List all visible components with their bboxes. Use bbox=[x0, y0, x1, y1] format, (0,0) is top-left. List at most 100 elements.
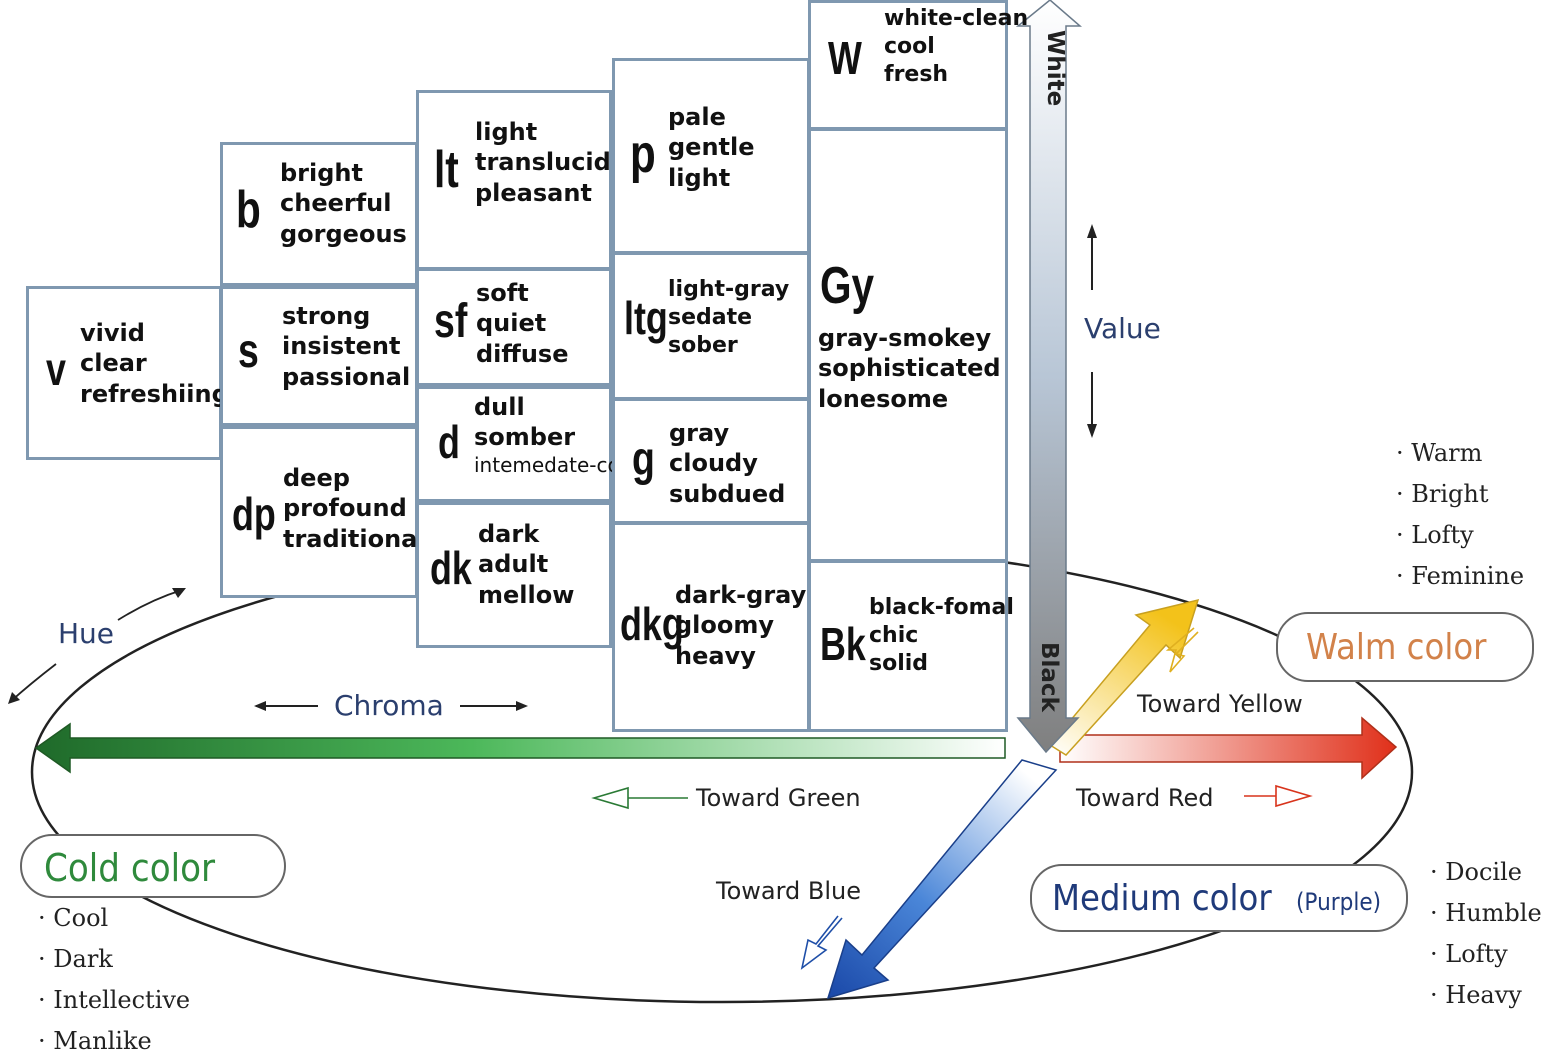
tone-box bbox=[612, 398, 810, 524]
cold-color-title: Cold color bbox=[44, 846, 216, 890]
tone-word: insistent bbox=[282, 332, 401, 361]
tone-word: quiet bbox=[476, 309, 547, 338]
tone-abbreviation: dk bbox=[430, 542, 472, 594]
cold-trait: · Cool bbox=[38, 904, 109, 932]
tone-box bbox=[612, 58, 810, 254]
value-label: Value bbox=[1084, 312, 1161, 345]
medium-traits-list: · Docile · Humble · Lofty · Heavy bbox=[1430, 852, 1542, 1016]
tone-box bbox=[416, 268, 612, 386]
toward-blue-mini-arrow bbox=[800, 915, 843, 970]
warm-trait: · Bright bbox=[1396, 480, 1489, 508]
tone-abbreviation: b bbox=[236, 181, 261, 239]
tone-box bbox=[612, 522, 810, 732]
medium-trait: · Humble bbox=[1430, 899, 1542, 927]
hue-arrow-up bbox=[117, 589, 183, 621]
tone-word: diffuse bbox=[476, 339, 569, 368]
tone-word: gray-smokey bbox=[818, 324, 992, 352]
toward-yellow-arrow bbox=[1048, 598, 1200, 756]
tone-word: cool bbox=[884, 33, 935, 59]
tone-word: strong bbox=[282, 302, 371, 330]
tone-box bbox=[808, 560, 1008, 732]
tone-box bbox=[220, 426, 418, 598]
black-axis-label: Black bbox=[1036, 642, 1062, 712]
warm-color-pill: Walm color bbox=[1276, 612, 1534, 682]
tone-abbreviation: dp bbox=[232, 488, 276, 540]
tone-word: sedate bbox=[668, 304, 753, 330]
chroma-label: Chroma bbox=[334, 689, 444, 722]
tone-abbreviation: W bbox=[828, 32, 862, 84]
tone-word: subdued bbox=[669, 479, 786, 508]
warm-trait: · Lofty bbox=[1396, 521, 1474, 549]
cold-trait: · Manlike bbox=[38, 1027, 152, 1055]
tone-word: pale bbox=[668, 103, 726, 131]
tone-word: light bbox=[475, 118, 538, 146]
tone-word: traditional bbox=[283, 524, 426, 553]
tone-abbreviation: sf bbox=[434, 295, 468, 348]
toward-yellow-label: Toward Yellow bbox=[1137, 690, 1303, 718]
toward-blue-label: Toward Blue bbox=[716, 877, 862, 905]
tone-word: dark bbox=[478, 520, 540, 548]
medium-trait: · Lofty bbox=[1430, 940, 1508, 968]
toward-red-arrow bbox=[1059, 716, 1398, 780]
white-axis-label: White bbox=[1042, 30, 1068, 107]
tone-word: sober bbox=[668, 332, 738, 358]
toward-red-label: Toward Red bbox=[1076, 784, 1214, 812]
tone-word: gentle bbox=[668, 133, 755, 162]
hue-arrow-down bbox=[9, 663, 57, 703]
warm-color-title: Walm color bbox=[1306, 627, 1487, 668]
tone-word: mellow bbox=[478, 580, 575, 609]
medium-color-suffix: (Purple) bbox=[1296, 888, 1382, 916]
tone-word: black-fomal bbox=[869, 595, 1014, 620]
tone-abbreviation: dkg bbox=[620, 598, 684, 650]
tone-word: clear bbox=[80, 349, 147, 378]
tone-word: light bbox=[668, 163, 731, 192]
tone-word: dark-gray bbox=[675, 581, 807, 609]
cold-trait: · Dark bbox=[38, 945, 113, 973]
tone-word: light-gray bbox=[668, 277, 790, 302]
warm-trait: · Feminine bbox=[1396, 562, 1525, 590]
tone-word: somber bbox=[474, 423, 576, 452]
tone-box bbox=[416, 386, 612, 502]
tone-word: gray bbox=[669, 419, 730, 447]
tone-word: cheerful bbox=[280, 189, 392, 218]
tone-abbreviation: s bbox=[238, 325, 259, 378]
toward-blue-arrow bbox=[826, 759, 1058, 1000]
tone-abbreviation: g bbox=[632, 433, 655, 486]
toward-green-label: Toward Green bbox=[696, 784, 861, 812]
tone-word: pleasant bbox=[475, 178, 592, 207]
tone-abbreviation: Gy bbox=[820, 257, 875, 315]
tone-word: passional bbox=[282, 362, 411, 391]
hue-label: Hue bbox=[58, 617, 115, 650]
tone-abbreviation: Bk bbox=[820, 618, 866, 670]
tone-word: heavy bbox=[675, 641, 756, 670]
tone-abbreviation: p bbox=[630, 124, 656, 184]
tone-word: cloudy bbox=[669, 449, 758, 478]
medium-color-pill: Medium color (Purple) bbox=[1030, 864, 1408, 932]
tone-box bbox=[808, 128, 1008, 562]
tone-word: refreshiing bbox=[80, 379, 229, 408]
tone-abbreviation: ltg bbox=[624, 292, 668, 344]
tone-word: adult bbox=[478, 550, 549, 579]
tone-abbreviation: d bbox=[438, 416, 460, 468]
warm-trait: · Warm bbox=[1396, 439, 1483, 467]
tone-word: fresh bbox=[884, 61, 949, 87]
tone-word: gloomy bbox=[675, 611, 775, 640]
tone-word: translucid bbox=[475, 148, 611, 177]
cold-traits-list: · Cool · Dark · Intellective · Manlike bbox=[38, 898, 190, 1062]
toward-green-arrow bbox=[34, 722, 1006, 774]
tone-word: dull bbox=[474, 393, 525, 421]
tone-word: bright bbox=[280, 159, 363, 187]
tone-word: chic bbox=[869, 622, 919, 648]
medium-trait: · Docile bbox=[1430, 858, 1522, 886]
